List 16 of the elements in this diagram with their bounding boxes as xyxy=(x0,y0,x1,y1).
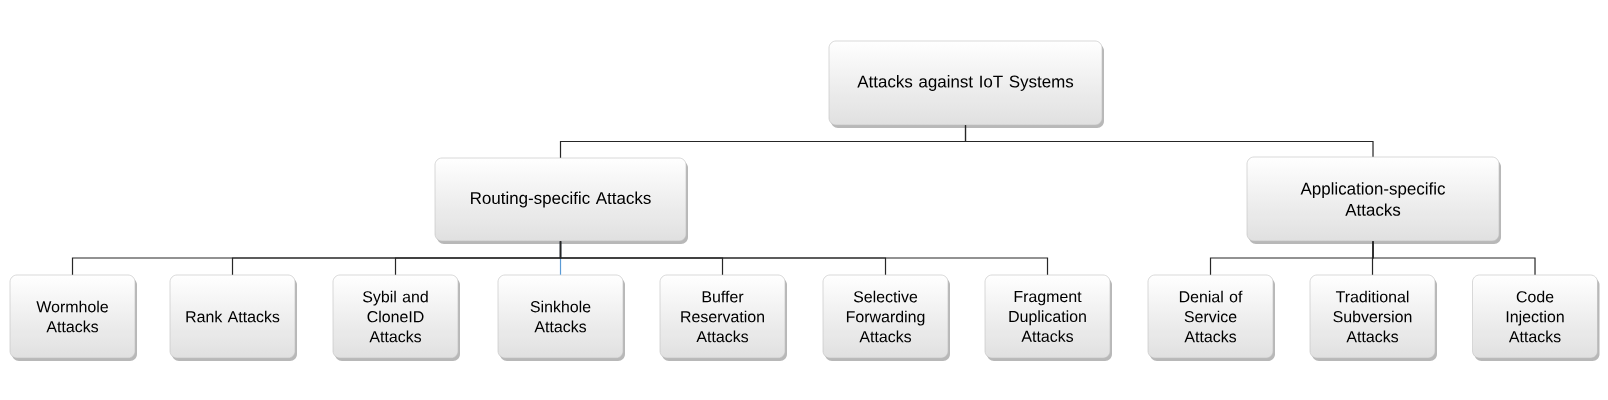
attack-box: Sybil and CloneID Attacks xyxy=(332,274,460,361)
attack-box: Traditional Subversion Attacks xyxy=(1309,274,1437,361)
attack-box: Denial of Service Attacks xyxy=(1147,274,1275,361)
attack-box: Wormhole Attacks xyxy=(9,274,137,361)
category-box: Routing-specific Attacks xyxy=(434,157,688,244)
category-box: Application-specific Attacks xyxy=(1246,156,1501,244)
attack-box: Code Injection Attacks xyxy=(1472,274,1600,361)
attack-box: Rank Attacks xyxy=(169,274,297,361)
attack-box: Selective Forwarding Attacks xyxy=(822,274,950,361)
attack-box: Fragment Duplication Attacks xyxy=(984,274,1112,361)
connector-line xyxy=(964,124,1374,158)
connector-line xyxy=(1372,240,1536,276)
connector-line xyxy=(559,240,1049,276)
root-box: Attacks against IoT Systems xyxy=(828,40,1104,128)
attack-box: Sinkhole Attacks xyxy=(497,274,625,361)
attack-box: Buffer Reservation Attacks xyxy=(659,274,787,361)
